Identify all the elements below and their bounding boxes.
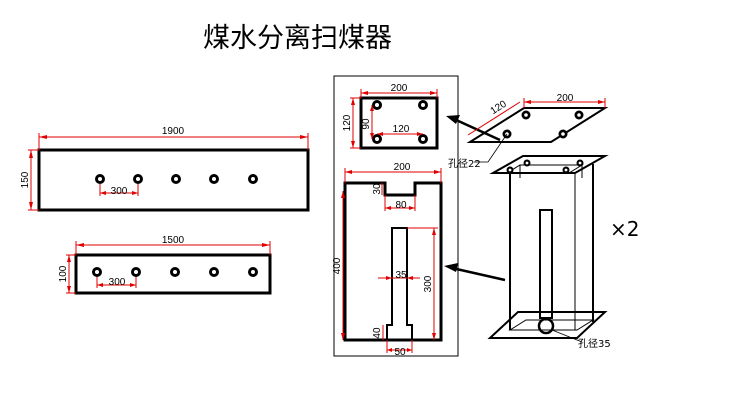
iso-plate-width-label: 200 [557,93,574,104]
top-plate-width-label: 200 [391,83,408,94]
hole-35-label: 孔径35 [578,337,611,350]
notch-depth-label: 30 [372,183,383,195]
drawing-title: 煤水分离扫煤器 [203,23,392,54]
top-plate-inner-height-label: 90 [361,118,372,130]
hole-22-label: 孔径22 [448,157,481,170]
long-bar-length-label: 1900 [162,126,185,137]
top-plate-view: 200 120 90 120 [342,83,439,150]
bottom-width-label: 50 [394,347,406,358]
slot-width-label: 35 [395,270,407,281]
short-bar-spacing-label: 300 [109,277,126,288]
side-plate-view: 200 400 30 80 35 300 40 50 [332,162,443,358]
short-bar-holes [92,267,258,277]
notch-width-label: 80 [395,200,407,211]
long-bar-view: 1900 150 300 [20,126,310,212]
leader-arrows [444,115,506,282]
side-plate-width-label: 200 [394,162,411,173]
top-plate-outline [359,96,439,150]
slot-length-label: 300 [423,275,434,292]
short-bar-view: 1500 100 300 [58,235,272,295]
long-bar-height-label: 150 [20,171,31,188]
long-bar-outline [37,148,310,212]
iso-bottom-plate [487,311,608,339]
side-plate-slot [386,227,413,341]
short-bar-height-label: 100 [58,265,69,282]
short-bar-outline [74,253,272,295]
short-bar-length-label: 1500 [162,235,185,246]
iso-plate-depth-label: 120 [489,99,509,118]
top-plate-height-label: 120 [342,114,353,131]
quantity-multiplier: ×2 [610,217,639,241]
side-plate-height-label: 400 [332,257,343,274]
isometric-view: 200 120 孔径22 孔径35 [448,93,611,350]
top-plate-hole-spacing-label: 120 [393,124,410,135]
plate-detail-frame [333,75,459,357]
side-plate-outline [343,181,443,342]
bottom-height-label: 40 [372,327,383,339]
long-bar-spacing-label: 300 [111,186,128,197]
long-bar-holes [95,174,258,184]
iso-slot [539,209,553,319]
